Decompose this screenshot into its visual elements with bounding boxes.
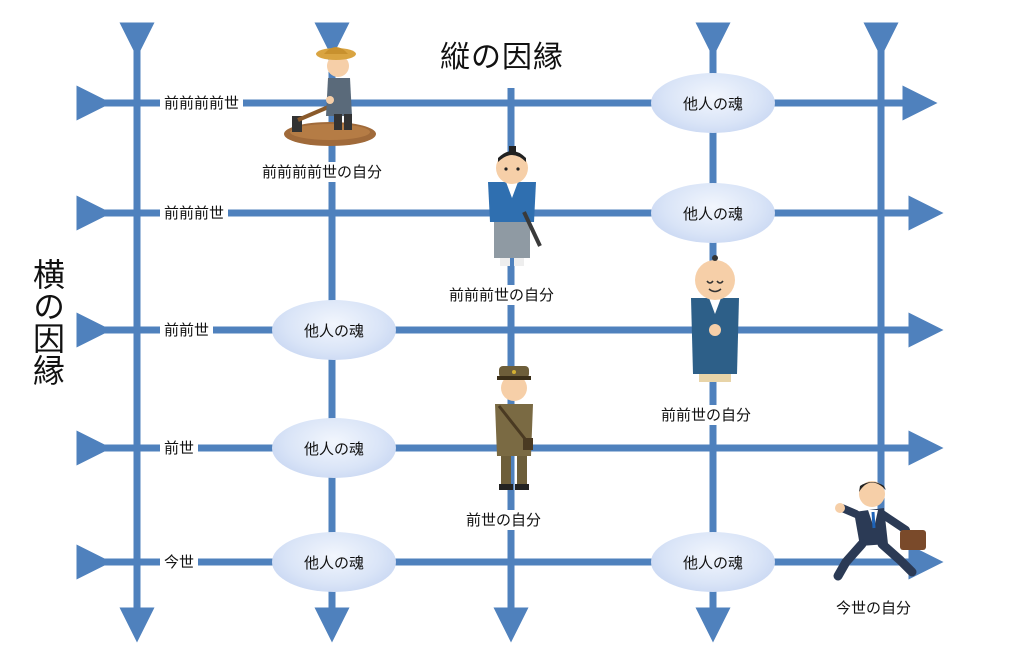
merchant-illustration bbox=[691, 255, 739, 382]
other-soul-bubble: 他人の魂 bbox=[651, 532, 775, 592]
row-label-4th-past-life: 前前前世 bbox=[160, 203, 229, 223]
row-label-5th-past-life: 前前前前世 bbox=[160, 93, 244, 113]
other-soul-bubble: 他人の魂 bbox=[272, 300, 396, 360]
other-soul-label: 他人の魂 bbox=[303, 553, 364, 572]
row-label-present-life: 今世 bbox=[160, 552, 199, 572]
horizontal-karma-title: 横の因縁 bbox=[28, 258, 66, 386]
caption-soldier-self: 前世の自分 bbox=[463, 510, 545, 530]
caption-businessman-self: 今世の自分 bbox=[833, 598, 915, 618]
other-soul-bubble: 他人の魂 bbox=[651, 183, 775, 243]
other-soul-label: 他人の魂 bbox=[303, 321, 364, 340]
farmer-illustration bbox=[284, 47, 376, 146]
other-soul-label: 他人の魂 bbox=[303, 439, 364, 458]
samurai-illustration bbox=[488, 146, 542, 266]
caption-samurai-self: 前前前世の自分 bbox=[446, 285, 558, 305]
businessman-illustration bbox=[833, 481, 926, 581]
soldier-illustration bbox=[495, 366, 533, 490]
row-label-past-life: 前世 bbox=[160, 438, 199, 458]
other-soul-bubble: 他人の魂 bbox=[272, 532, 396, 592]
other-soul-bubble: 他人の魂 bbox=[272, 418, 396, 478]
caption-merchant-self: 前前世の自分 bbox=[658, 405, 755, 425]
vertical-karma-title: 縦の因縁 bbox=[440, 40, 564, 75]
other-soul-label: 他人の魂 bbox=[682, 204, 743, 223]
row-label-3rd-past-life: 前前世 bbox=[160, 320, 214, 340]
other-soul-label: 他人の魂 bbox=[682, 94, 743, 113]
other-soul-bubble: 他人の魂 bbox=[651, 73, 775, 133]
caption-farmer-self: 前前前前世の自分 bbox=[259, 162, 386, 182]
other-soul-label: 他人の魂 bbox=[682, 553, 743, 572]
